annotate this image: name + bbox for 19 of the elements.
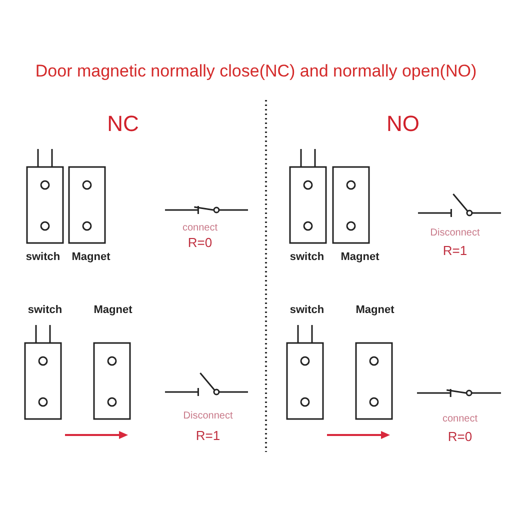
part-label: switch bbox=[28, 304, 62, 316]
title: Door magnetic normally close(NC) and normally open(NO) bbox=[35, 62, 477, 82]
part-label: switch bbox=[26, 250, 60, 264]
part-label: Magnet bbox=[356, 304, 394, 316]
state-label: connect bbox=[442, 414, 478, 424]
part-label: switch bbox=[290, 250, 324, 264]
resistance-label: R=0 bbox=[448, 430, 472, 444]
state-label: Disconnect bbox=[430, 228, 480, 238]
resistance-label: R=1 bbox=[442, 244, 468, 258]
panel-heading: NO bbox=[386, 112, 420, 136]
state-label: Disconnect bbox=[183, 410, 233, 422]
resistance-label: R=1 bbox=[196, 428, 220, 444]
resistance-label: R=0 bbox=[188, 236, 212, 250]
state-label: connect bbox=[182, 222, 218, 234]
part-label: Magnet bbox=[94, 304, 132, 316]
part-label: Magnet bbox=[72, 250, 110, 264]
part-label: Magnet bbox=[340, 250, 380, 264]
part-label: switch bbox=[290, 304, 324, 316]
panel-heading: NC bbox=[107, 112, 139, 136]
